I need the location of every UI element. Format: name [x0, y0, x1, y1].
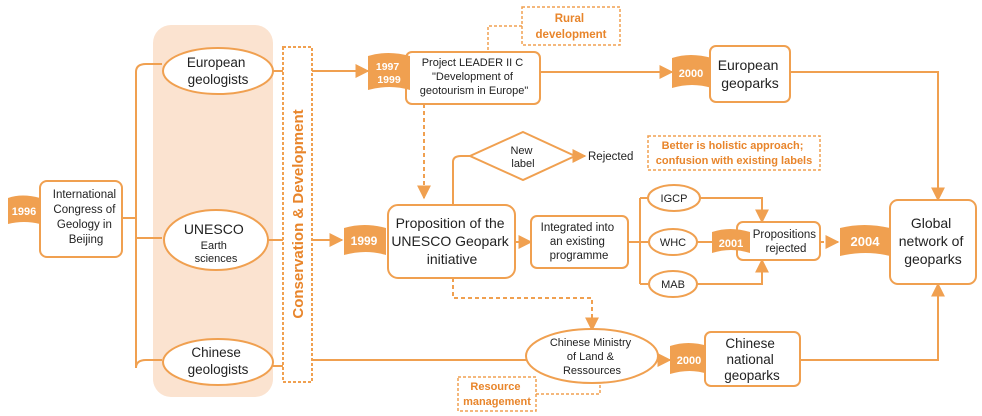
proposition-box	[387, 204, 516, 279]
connector-proposition-newlabel	[452, 155, 470, 205]
leader-project-label: Project LEADER II C "Development of geot…	[420, 57, 529, 97]
european-geoparks-label: European geoparks	[718, 57, 783, 91]
flag-2001	[712, 229, 750, 253]
flag-1996	[8, 195, 40, 224]
flag-2000-european	[672, 55, 712, 88]
european-geoparks-box	[709, 45, 791, 103]
dotted-proposition-to-ministry	[452, 278, 599, 332]
resource-note-box	[457, 376, 537, 412]
programme-mab	[648, 270, 698, 298]
unesco-label: UNESCO Earth sciences	[184, 221, 248, 265]
integrated-label: Integrated into an existing programme	[541, 222, 618, 262]
rural-note-box	[521, 6, 621, 46]
arrow-mab-rejected	[697, 258, 769, 285]
european-geologists-node	[162, 47, 274, 95]
arrow-european-to-global	[790, 71, 945, 202]
resource-note-label: Resource management	[463, 381, 531, 408]
programme-whc-label: WHC	[660, 237, 686, 249]
connector-integrated-programmes	[628, 197, 648, 285]
chinese-geologists-node	[162, 338, 274, 386]
flag-1999-proposition	[344, 225, 386, 255]
propositions-rejected-label: Propositions rejected	[753, 229, 820, 255]
rural-note-leader	[487, 25, 522, 52]
flag-2000-european-label: 2000	[679, 68, 703, 80]
proposition-label: Proposition of the UNESCO Geopark initia…	[391, 215, 512, 267]
global-network-box	[889, 199, 977, 285]
holistic-note-box	[647, 135, 821, 171]
conservation-band-box	[282, 46, 313, 383]
flag-2000-chinese	[670, 343, 708, 374]
band-label: Conservation & Development	[290, 109, 307, 318]
chinese-ministry-node	[525, 328, 659, 384]
programme-whc	[648, 228, 698, 256]
rural-note-label: Rural development	[536, 13, 607, 41]
programme-mab-label: MAB	[661, 279, 685, 291]
new-label-text: New label	[510, 145, 535, 170]
global-network-label: Global network of geoparks	[899, 215, 967, 267]
congress-label: International Congress of Geology in Bei…	[53, 189, 120, 246]
arrow-igcp-rejected	[700, 197, 769, 224]
new-label-decision	[467, 130, 578, 182]
rejected-text: Rejected	[588, 151, 633, 163]
congress-box	[39, 180, 123, 258]
integrated-box	[530, 215, 629, 269]
chinese-ministry-label: Chinese Ministry of Land & Ressources	[550, 337, 634, 377]
arrow-chinese-to-global	[800, 282, 945, 361]
programme-igcp	[647, 184, 701, 212]
chinese-geologists-label: Chinese geologists	[188, 345, 249, 377]
flag-2004	[840, 225, 890, 256]
flag-1999-proposition-label: 1999	[351, 234, 378, 248]
unesco-node	[163, 209, 269, 271]
chinese-geoparks-label: Chinese national geoparks	[724, 336, 780, 383]
flag-2004-label: 2004	[851, 234, 881, 249]
chinese-geoparks-box	[704, 331, 801, 387]
flag-2001-label: 2001	[719, 238, 743, 250]
european-geologists-label: European geologists	[187, 55, 249, 87]
flag-1997-1999-label: 1997 1999	[376, 61, 402, 86]
resource-note-leader	[536, 383, 601, 395]
connector-congress-branch	[122, 63, 162, 369]
flag-2000-chinese-label: 2000	[677, 355, 701, 367]
holistic-note-label: Better is holistic approach; confusion w…	[656, 140, 812, 167]
flag-1996-label: 1996	[12, 206, 36, 218]
programme-igcp-label: IGCP	[661, 193, 688, 205]
flag-1997-1999	[368, 53, 410, 90]
